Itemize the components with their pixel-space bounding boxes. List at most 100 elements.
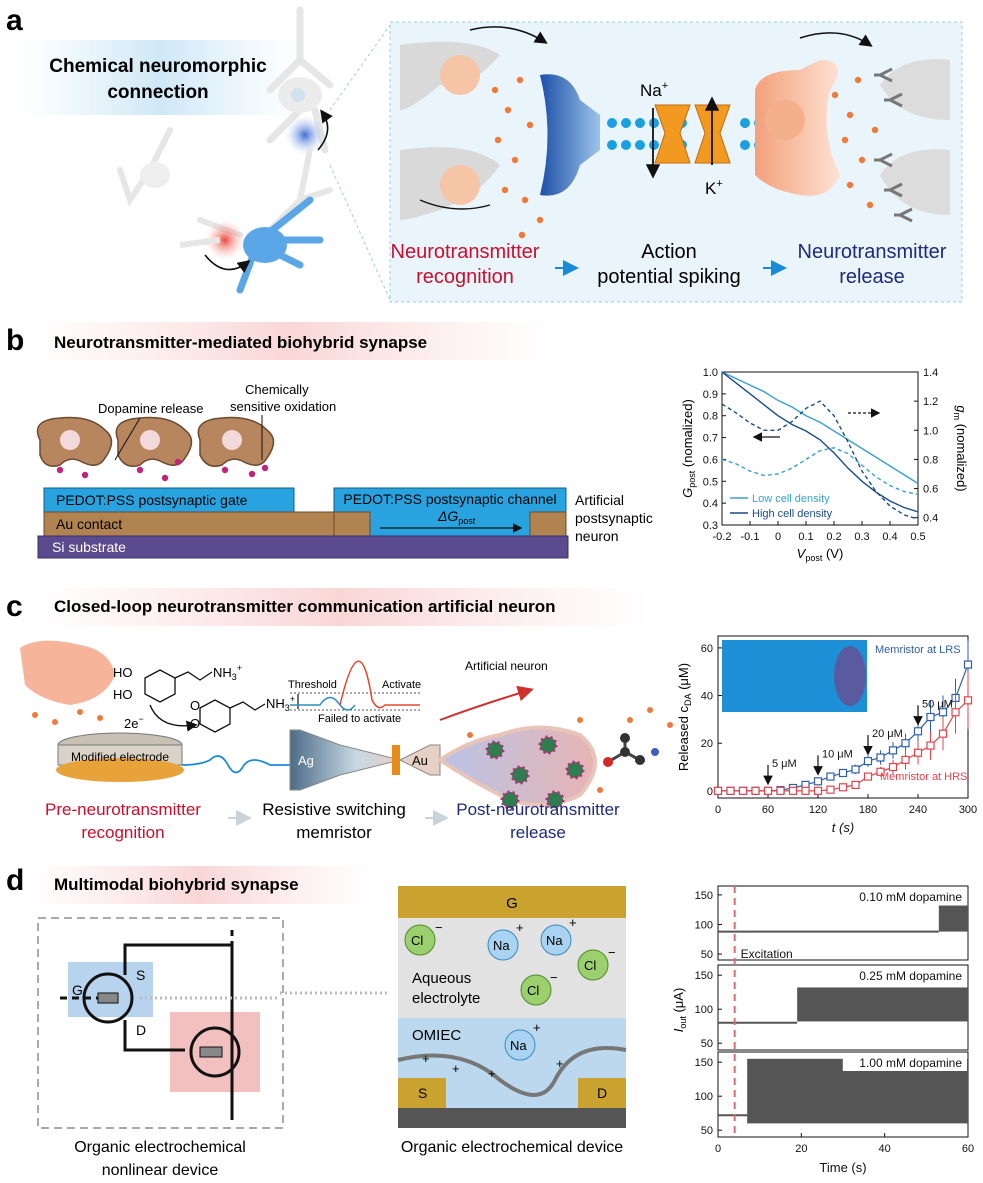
chart-d-ytick-label: 50 — [701, 1038, 713, 1050]
gate-electrode-label: G — [506, 895, 518, 912]
source-contact — [333, 511, 371, 537]
dopamine-dot — [261, 464, 269, 472]
lipid-head — [635, 118, 645, 128]
neurotransmitter-dot — [627, 717, 633, 723]
chart-c-xtick-label: 180 — [859, 804, 877, 816]
chem-label-line2: sensitive oxidation — [230, 399, 336, 414]
chart-b-xlabel-sub: post — [805, 553, 823, 563]
chart-b-ylabel-var: G — [680, 488, 695, 498]
chart-c-ytick-label: 40 — [701, 691, 713, 703]
cl-ion-1-charge: − — [435, 920, 443, 935]
receptor — [894, 207, 913, 223]
chart-c-point — [713, 786, 723, 795]
chart-c-legend-lrs: Memristor at LRS — [875, 644, 961, 656]
receptor — [874, 67, 893, 83]
chart-c-annotation: 20 μM — [872, 728, 903, 740]
chart-c-annotation: 50 μM — [922, 698, 953, 710]
chart-b-y2tick-label: 1.0 — [923, 425, 938, 437]
chart-b-ytick-label: 0.4 — [703, 498, 718, 510]
k-ion-label: K+ — [705, 178, 723, 198]
aqueous-label-line1: Aqueous — [412, 970, 471, 987]
chart-b-xtick-label: -0.2 — [713, 531, 732, 543]
chart-b-xtick-label: 0.1 — [798, 531, 813, 543]
na-ion-1-charge: + — [516, 920, 524, 935]
chart-c-annotation: 10 μM — [822, 748, 853, 760]
na-ion-2-charge: + — [569, 915, 577, 930]
neurotransmitter-dot — [858, 156, 866, 164]
chart-c-ylabel-unit: (μM) — [676, 663, 691, 694]
panel-b: b Neurotransmitter-mediated biohybrid sy… — [6, 322, 969, 563]
lipid-head — [649, 140, 659, 150]
chart-c-inset-glove — [834, 646, 866, 706]
cl-ion-1: Cl — [411, 933, 423, 948]
electrode-base — [56, 758, 184, 782]
panel-a-title-line2: connection — [107, 82, 208, 103]
chart-d-series-label-bg — [842, 887, 967, 905]
chart-d-ytick-label: 150 — [695, 970, 713, 982]
chart-b-ytick-label: 0.9 — [703, 389, 718, 401]
chart-c-ytick-label: 0 — [707, 786, 713, 798]
chart-b-ylabel-unit: (nomalized) — [680, 399, 695, 471]
delta-g-label: ΔGpost — [437, 508, 476, 526]
neuron-label-line3: neuron — [575, 528, 619, 544]
step-spiking-line1: Action — [641, 241, 697, 263]
chart-c-xtick-label: 240 — [909, 804, 927, 816]
cl-ion-2-charge: − — [608, 945, 616, 960]
chart-c-xlabel: t (s) — [832, 820, 854, 835]
chart-b-xlabel: Vpost (V) — [797, 546, 844, 563]
vesicle — [485, 740, 505, 760]
dopamine-dots — [56, 458, 269, 482]
neuron-label-line2: postsynaptic — [575, 510, 653, 526]
omiec-charge-1: + — [422, 1051, 430, 1066]
dopamine-dot — [221, 466, 229, 474]
chart-c-xtick-label: 60 — [762, 804, 774, 816]
chart-d-ylabel-var: I — [671, 1028, 686, 1032]
vesicle — [565, 760, 585, 780]
chart-c-point — [863, 772, 873, 781]
chart-c-point — [838, 783, 848, 792]
neurotransmitter-dot — [866, 201, 874, 209]
chart-c-legend-hrs: Memristor at HRS — [880, 771, 967, 783]
chart-b-ytick-label: 0.8 — [703, 411, 718, 423]
neurotransmitter-dot — [501, 186, 509, 194]
panel-b-title-glow — [30, 322, 550, 360]
panel-c-title-glow — [30, 588, 650, 626]
chart-c-annotation: 5 μM — [772, 758, 797, 770]
lipid-head — [621, 140, 631, 150]
chart-b-legend-label: Low cell density — [752, 493, 830, 505]
na-ion-3: Na — [510, 1038, 527, 1053]
chart-d-xtick-label: 0 — [715, 1143, 721, 1155]
device-cross-section — [397, 886, 627, 1128]
chart-c-ytick-label: 20 — [701, 738, 713, 750]
neurotransmitter-dot — [467, 732, 473, 738]
receptor — [884, 92, 903, 108]
gate-layer — [43, 487, 295, 513]
neurotransmitter-dot — [52, 719, 58, 725]
lipid-head — [607, 118, 617, 128]
neurotransmitter-dot — [494, 136, 502, 144]
panel-d-label: d — [6, 864, 24, 897]
neurotransmitter-dot — [871, 126, 879, 134]
chart-b-series-line — [721, 371, 919, 485]
na-ion-2: Na — [546, 933, 563, 948]
dopamine-dot — [136, 466, 144, 474]
chart-d-xlabel: Time (s) — [819, 1160, 866, 1175]
panel-a: a Chemical neuromorphic connection — [6, 4, 963, 303]
caption1-line1: Organic electrochemical — [74, 1139, 246, 1156]
chart-d-series-label: 1.00 mM dopamine — [859, 1056, 962, 1070]
chart-c-point — [876, 767, 885, 776]
chart-d-excitation-label: Excitation — [741, 947, 793, 961]
c-step2-line1: Resistive switching — [262, 800, 406, 819]
chart-d-ytick-label: 50 — [701, 949, 713, 961]
c-step3-line1: Post-neurotransmitter — [456, 800, 620, 819]
dopamine-dot — [161, 474, 169, 482]
au-contact-layer — [43, 511, 335, 537]
chart-d-series-label-bg — [842, 966, 967, 984]
neuron-vesicles — [485, 735, 585, 810]
zoom-connector — [329, 24, 391, 301]
cl-ion-3-charge: − — [550, 970, 558, 985]
chart-c-point — [926, 741, 935, 750]
modified-electrode-label: Modified electrode — [71, 750, 169, 764]
neurotransmitter-dot — [831, 91, 839, 99]
dopamine-ball-stick — [603, 733, 659, 767]
